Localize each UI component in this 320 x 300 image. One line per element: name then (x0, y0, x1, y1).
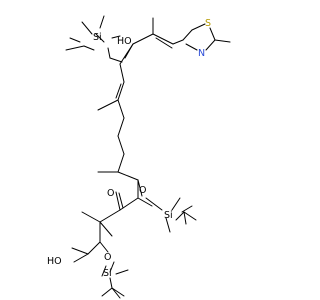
bond (209, 27, 216, 41)
bond (71, 247, 89, 255)
bond (214, 39, 231, 43)
bond (181, 205, 193, 213)
bond (69, 37, 81, 43)
bond (145, 197, 163, 211)
bond (107, 47, 111, 59)
bond (111, 35, 121, 39)
bond (119, 43, 134, 65)
bond (99, 221, 113, 237)
bond (152, 33, 174, 45)
bond (111, 287, 121, 299)
bond (87, 241, 101, 255)
bond (137, 197, 153, 207)
bond (99, 15, 105, 29)
bond (119, 63, 125, 83)
bond (117, 153, 125, 173)
bond (191, 23, 206, 31)
bond (97, 99, 119, 111)
bond (172, 39, 184, 45)
bond (109, 277, 113, 289)
atom-label-si-mid: Si (164, 210, 173, 221)
atom-label-n-ring: N (198, 48, 205, 59)
bond (115, 83, 122, 99)
bond (109, 57, 123, 63)
bond (183, 211, 187, 225)
bond (99, 241, 109, 253)
bond (117, 81, 125, 101)
bond (95, 33, 105, 43)
atom-labels: Si HO S N O Si O O Si HO (47, 18, 211, 279)
bond (205, 39, 216, 51)
bond (132, 33, 154, 45)
bond (115, 269, 129, 275)
molecule-structure: Si HO S N O Si O O Si HO (47, 15, 231, 299)
bond (83, 45, 95, 51)
bond (117, 171, 139, 181)
bond (118, 192, 124, 209)
atom-label-s-ring: S (205, 18, 211, 29)
bond (117, 99, 125, 119)
atom-label-oh-bottom: HO (47, 256, 62, 267)
bond (101, 265, 107, 277)
atom-label-si-bottom: Si (103, 268, 112, 279)
bond (117, 117, 125, 137)
bond (73, 253, 89, 263)
bond (115, 191, 121, 211)
molecule-structure-canvas: Si HO S N O Si O O Si HO (47, 15, 231, 299)
atom-label-o-mid: O (139, 185, 146, 196)
atom-label-o-bottom: O (104, 252, 111, 263)
bond (137, 179, 143, 197)
bond (109, 261, 115, 273)
bond (182, 29, 193, 41)
bond (117, 135, 125, 155)
bond (183, 211, 197, 221)
bond (99, 209, 121, 223)
atom-label-o-ketone: O (107, 188, 114, 199)
bond (81, 21, 93, 35)
bond (185, 43, 198, 51)
bond (111, 287, 125, 297)
bond (65, 45, 85, 51)
bond (101, 287, 113, 297)
bonds (65, 15, 231, 299)
bond (165, 217, 171, 233)
atom-label-si-top: Si (93, 32, 102, 43)
bond (175, 211, 185, 221)
bond (81, 211, 101, 223)
bond (155, 37, 173, 49)
bond (171, 197, 181, 211)
atom-label-oh-top: HO (117, 36, 132, 47)
